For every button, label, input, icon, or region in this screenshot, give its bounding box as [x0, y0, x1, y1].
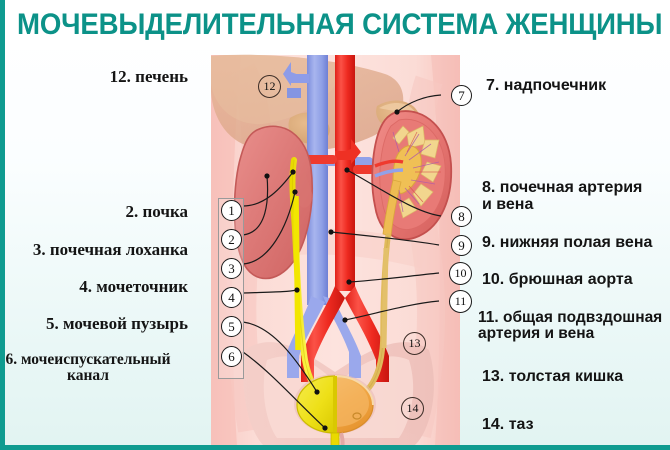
label-11-common-iliac: 11. общая подвздошная артерия и вена	[478, 309, 663, 343]
callout-10[interactable]: 10	[449, 262, 472, 285]
callout-2[interactable]: 2	[221, 229, 242, 250]
right-kidney-cross-section	[371, 110, 453, 241]
label-9-inferior-vena-cava: 9. нижняя полая вена	[482, 234, 653, 251]
callout-5[interactable]: 5	[221, 316, 242, 337]
label-6-urethra: 6. мочеиспускательный канал	[5, 351, 171, 385]
callout-6[interactable]: 6	[221, 346, 242, 367]
leader-dots	[264, 109, 400, 431]
callout-1[interactable]: 1	[221, 200, 242, 221]
label-3-renal-pelvis: 3. почечная лоханка	[32, 240, 188, 259]
callout-12[interactable]: 12	[258, 75, 281, 98]
callout-7[interactable]: 7	[451, 85, 472, 106]
label-5-bladder: 5. мочевой пузырь	[45, 314, 188, 333]
callout-3[interactable]: 3	[221, 258, 242, 279]
label-4-ureter: 4. мочеточник	[79, 277, 188, 296]
label-13-large-intestine: 13. толстая кишка	[482, 368, 624, 385]
callout-14[interactable]: 14	[401, 397, 424, 420]
page-title: МОЧЕВЫДЕЛИТЕЛЬНАЯ СИСТЕМА ЖЕНЩИНЫ	[17, 8, 663, 41]
callout-13[interactable]: 13	[403, 332, 426, 355]
label-14-pelvis: 14. таз	[482, 416, 534, 433]
title-bar: МОЧЕВЫДЕЛИТЕЛЬНАЯ СИСТЕМА ЖЕНЩИНЫ	[5, 0, 670, 50]
callout-8[interactable]: 8	[451, 206, 472, 227]
callout-4[interactable]: 4	[221, 287, 242, 308]
callout-9[interactable]: 9	[451, 235, 472, 256]
urinary-bladder	[294, 374, 376, 445]
callout-11[interactable]: 11	[449, 290, 472, 313]
label-10-abdominal-aorta: 10. брюшная аорта	[482, 271, 633, 288]
label-7-adrenal-gland: 7. надпочечник	[486, 77, 607, 94]
anatomy-illustration	[5, 0, 670, 445]
leader-lines	[242, 94, 442, 429]
label-2-kidney: 2. почка	[125, 202, 188, 221]
label-12-liver: 12. печень	[109, 67, 188, 86]
label-8-renal-artery-vein: 8. почечная артерия и вена	[482, 179, 643, 213]
